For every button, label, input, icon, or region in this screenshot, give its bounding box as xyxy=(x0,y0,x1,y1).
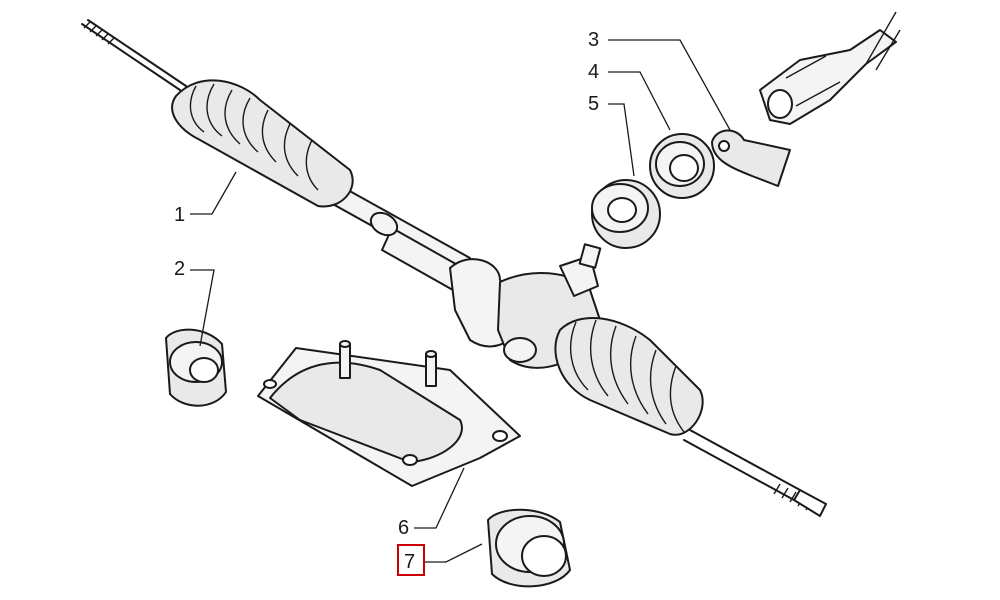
label-part-7: 7 xyxy=(404,551,415,573)
left-bellows-boot xyxy=(171,79,399,237)
label-part-5: 5 xyxy=(588,93,599,115)
leader-lines xyxy=(190,39,731,563)
rack-housing xyxy=(449,243,602,369)
label-part-4: 4 xyxy=(588,61,599,83)
mounting-bracket-part-6 xyxy=(257,340,521,487)
part-labels: 1 2 3 4 5 6 7 xyxy=(174,29,599,576)
label-part-1: 1 xyxy=(174,204,185,226)
seal-part-5 xyxy=(591,179,661,249)
label-part-2: 2 xyxy=(174,258,185,280)
highlight-box-part-7 xyxy=(397,544,425,576)
label-part-6: 6 xyxy=(398,517,409,539)
mounting-bush-part-2 xyxy=(165,328,227,407)
mounting-bush-part-7 xyxy=(487,508,571,588)
label-part-3: 3 xyxy=(588,29,599,51)
right-bellows-boot xyxy=(554,317,704,436)
clamp-part-3 xyxy=(711,129,791,187)
universal-joint xyxy=(759,11,901,125)
ring-part-4 xyxy=(649,133,715,199)
